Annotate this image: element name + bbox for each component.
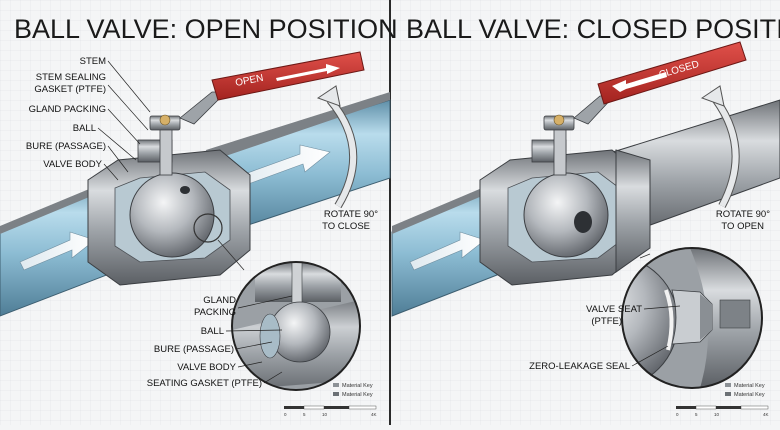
left-rotate-1: ROTATE 90° bbox=[324, 209, 378, 220]
inset-label-seating-gasket: SEATING GASKET (PTFE) bbox=[147, 378, 262, 389]
right-rotate-1: ROTATE 90° bbox=[716, 209, 770, 220]
left-panel: BALL VALVE: OPEN POSITION bbox=[0, 14, 398, 417]
right-valve-body bbox=[479, 149, 651, 286]
right-inset bbox=[621, 247, 763, 389]
right-panel: BALL VALVE: CLOSED POSITION bbox=[391, 14, 780, 417]
left-scale-5: 5 bbox=[303, 412, 306, 417]
handle-open-text: OPEN bbox=[234, 73, 264, 89]
label-valve-body: VALVE BODY bbox=[43, 159, 102, 170]
left-rotate-2: TO CLOSE bbox=[322, 221, 370, 232]
right-ball-port bbox=[574, 211, 592, 233]
left-handle: OPEN bbox=[179, 51, 365, 125]
label-valve-seat-1: VALVE SEAT bbox=[586, 304, 642, 315]
right-scale-10: 10 bbox=[714, 412, 720, 417]
right-title: BALL VALVE: CLOSED POSITION bbox=[406, 14, 780, 44]
right-key-1: Material Key bbox=[734, 383, 765, 389]
label-bure: BURE (PASSAGE) bbox=[26, 141, 106, 152]
left-key-swatch-1 bbox=[333, 383, 339, 387]
right-scale-4k: 4K bbox=[763, 412, 769, 417]
label-stem: STEM bbox=[80, 56, 106, 67]
inset-label-valve-body: VALVE BODY bbox=[177, 362, 236, 373]
inset-label-ball: BALL bbox=[201, 326, 224, 337]
right-rotate-2: TO OPEN bbox=[721, 221, 764, 232]
right-stem-assembly bbox=[531, 114, 575, 176]
inset-label-gland-2: PACKING bbox=[194, 307, 236, 318]
left-leader-lines bbox=[97, 60, 151, 181]
right-handle-arrow bbox=[612, 72, 667, 92]
left-rotate-arrow bbox=[316, 85, 358, 209]
right-scale-bar: 0 5 10 4K bbox=[676, 405, 769, 417]
right-key-swatch-1 bbox=[725, 383, 731, 387]
left-key-swatch-2 bbox=[333, 392, 339, 396]
right-handle: CLOSED bbox=[573, 41, 747, 125]
handle-arrow bbox=[276, 64, 340, 81]
left-stem-assembly bbox=[137, 114, 181, 176]
label-stem-gasket-2: GASKET (PTFE) bbox=[34, 84, 106, 95]
left-scale-10: 10 bbox=[322, 412, 328, 417]
flow-arrow-in bbox=[19, 231, 96, 271]
right-ball bbox=[523, 172, 609, 258]
right-scale-5: 5 bbox=[695, 412, 698, 417]
label-stem-gasket-1: STEM SEALING bbox=[36, 72, 106, 83]
right-rotate-arrow bbox=[700, 85, 740, 208]
inset-label-gland-1: GLAND bbox=[203, 295, 236, 306]
right-key-2: Material Key bbox=[734, 392, 765, 398]
right-flow-arrow bbox=[409, 231, 486, 271]
left-scale-4k: 4K bbox=[371, 412, 377, 417]
label-zero-leakage: ZERO-LEAKAGE SEAL bbox=[529, 361, 630, 372]
right-key-swatch-2 bbox=[725, 392, 731, 396]
left-scale-0: 0 bbox=[284, 412, 287, 417]
left-valve-body bbox=[87, 149, 251, 286]
zoom-marker bbox=[193, 213, 223, 243]
ball-port bbox=[180, 186, 190, 194]
left-key-2: Material Key bbox=[342, 392, 373, 398]
right-scale-0: 0 bbox=[676, 412, 679, 417]
left-inset bbox=[231, 261, 361, 391]
left-key-1: Material Key bbox=[342, 383, 373, 389]
label-valve-seat-2: (PTFE) bbox=[591, 316, 622, 327]
left-scale-bar: 0 5 10 4K bbox=[284, 405, 377, 417]
inset-label-bure: BURE (PASSAGE) bbox=[154, 344, 234, 355]
left-title: BALL VALVE: OPEN POSITION bbox=[14, 14, 398, 44]
right-leader-lines bbox=[631, 305, 681, 367]
label-ball: BALL bbox=[73, 123, 96, 134]
label-gland-packing: GLAND PACKING bbox=[29, 104, 106, 115]
inset-leader-lines bbox=[225, 295, 293, 384]
